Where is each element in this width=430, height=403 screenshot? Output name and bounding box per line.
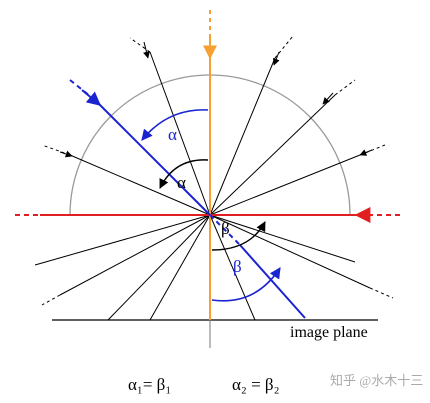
- projected-rays: [34, 214, 394, 321]
- beta-black-label: β: [221, 219, 230, 238]
- beta-blue-label: β: [233, 257, 242, 276]
- beta-arc-blue: [211, 267, 281, 302]
- incoming-rays: [41, 35, 386, 216]
- equation-2: α₂ = β₂: [232, 375, 280, 394]
- image-plane-label: image plane: [290, 324, 368, 341]
- watermark: 知乎 @水木十三: [330, 373, 423, 388]
- highlight-ray: [69, 79, 306, 319]
- alpha-arc-black: [159, 159, 209, 189]
- beta-arc-black: [211, 221, 266, 251]
- equation-1: α₁= β₁: [128, 375, 171, 394]
- incoming-ray-arrows: [59, 41, 373, 158]
- alpha-arc-blue: [141, 109, 209, 141]
- alpha-black-label: α: [177, 173, 186, 192]
- alpha-blue-label: α: [168, 125, 177, 144]
